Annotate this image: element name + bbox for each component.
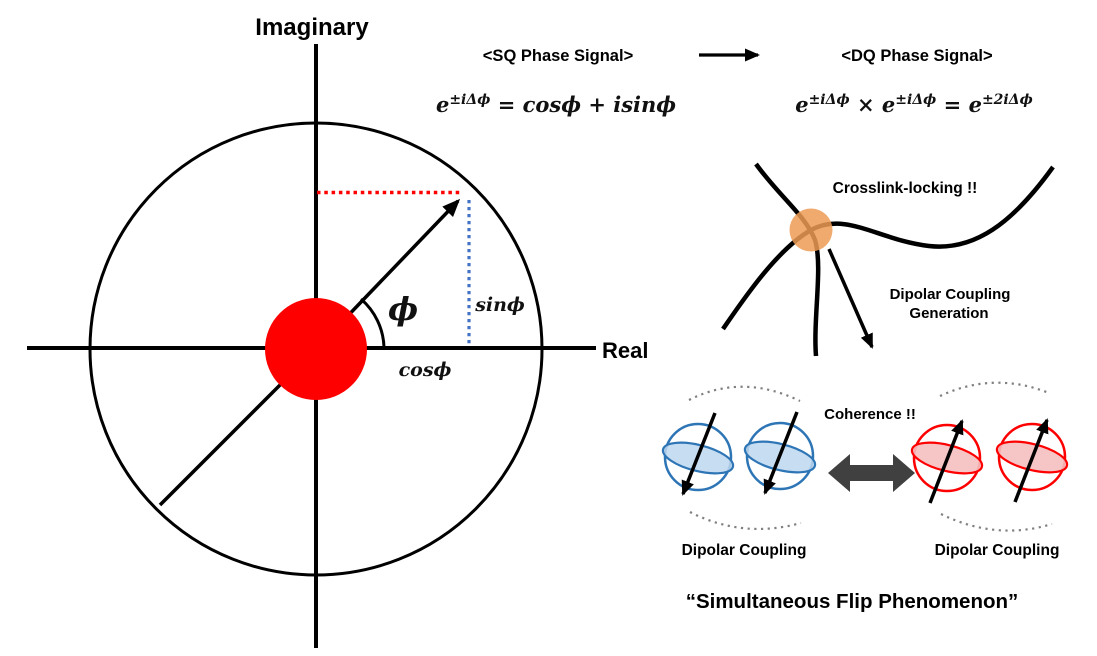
crosslink-locking-label: Crosslink-locking !! — [833, 180, 978, 197]
coherence-label: Coherence !! — [824, 406, 916, 423]
phi-angle-arc — [360, 297, 386, 348]
coherence-figure: Coherence !! Dipolar Coupling Dipolar Co… — [661, 381, 1069, 613]
spin-down-arrow — [681, 412, 717, 496]
red-pair-bottom-dotted-arc — [940, 513, 1053, 532]
red-sphere-outline — [997, 422, 1067, 492]
dq-eq-times: × — [850, 92, 882, 117]
sq-eq-rhs: = cosϕ + isinϕ — [490, 92, 676, 117]
cos-phi-label: cosϕ — [399, 359, 452, 381]
sin-phi-label: sinϕ — [474, 294, 525, 316]
imaginary-axis-label: Imaginary — [255, 14, 369, 41]
red-spin-sphere-1 — [910, 419, 984, 504]
spin-up-arrow — [1013, 418, 1049, 503]
dq-eq-base1: e — [795, 92, 808, 117]
real-axis-label: Real — [602, 338, 648, 363]
dq-eq-base2: e — [882, 92, 895, 117]
blue-pair-top-dotted-arc — [688, 385, 801, 402]
dq-eq-base3: e — [969, 92, 982, 117]
simultaneous-flip-title: “Simultaneous Flip Phenomenon” — [686, 590, 1019, 613]
dq-eq-exponent3: ±2iΔϕ — [982, 92, 1033, 108]
dipolar-coupling-left-label: Dipolar Coupling — [682, 542, 807, 559]
phi-angle-label: ϕ — [388, 290, 418, 328]
sq-phase-signal-label: <SQ Phase Signal> — [483, 47, 633, 65]
sq-eq-exponent: ±iΔϕ — [449, 92, 490, 108]
dq-phase-signal-label: <DQ Phase Signal> — [841, 47, 992, 65]
complex-plane-diagram: Imaginary Real ϕ sinϕ cosϕ — [27, 14, 648, 648]
origin-marker — [265, 298, 367, 400]
polymer-chain-horizontal — [721, 165, 1055, 331]
dipolar-coupling-generation-line1: Dipolar Coupling — [890, 286, 1011, 303]
crosslink-junction-marker — [789, 208, 833, 252]
spin-down-arrow — [763, 411, 799, 495]
sq-eq-base: e — [436, 92, 449, 117]
blue-spin-sphere-1 — [661, 412, 735, 496]
dq-equation: e±iΔϕ × e±iΔϕ = e±2iΔϕ — [795, 92, 1033, 117]
dq-eq-equals: = — [936, 92, 968, 117]
signal-flow-section: <SQ Phase Signal> <DQ Phase Signal> e±iΔ… — [436, 47, 1033, 117]
dq-eq-exponent1: ±iΔϕ — [809, 92, 850, 108]
crosslink-locking-figure: Crosslink-locking !! Dipolar Coupling Ge… — [721, 162, 1055, 357]
spin-up-arrow — [928, 419, 964, 504]
blue-pair-bottom-dotted-arc — [689, 511, 802, 531]
sq-equation: e±iΔϕ = cosϕ + isinϕ — [436, 92, 676, 117]
crosslink-pointer-arrow — [827, 248, 874, 349]
dq-eq-exponent2: ±iΔϕ — [895, 92, 936, 108]
red-pair-top-dotted-arc — [939, 381, 1050, 397]
dipolar-coupling-generation-line2: Generation — [909, 305, 988, 322]
blue-spin-sphere-2 — [743, 411, 817, 495]
coherence-double-arrow — [828, 454, 915, 492]
polymer-chain-vertical — [754, 162, 821, 357]
red-sphere-outline — [912, 423, 982, 493]
dipolar-coupling-right-label: Dipolar Coupling — [935, 542, 1060, 559]
red-spin-sphere-2 — [995, 418, 1069, 503]
